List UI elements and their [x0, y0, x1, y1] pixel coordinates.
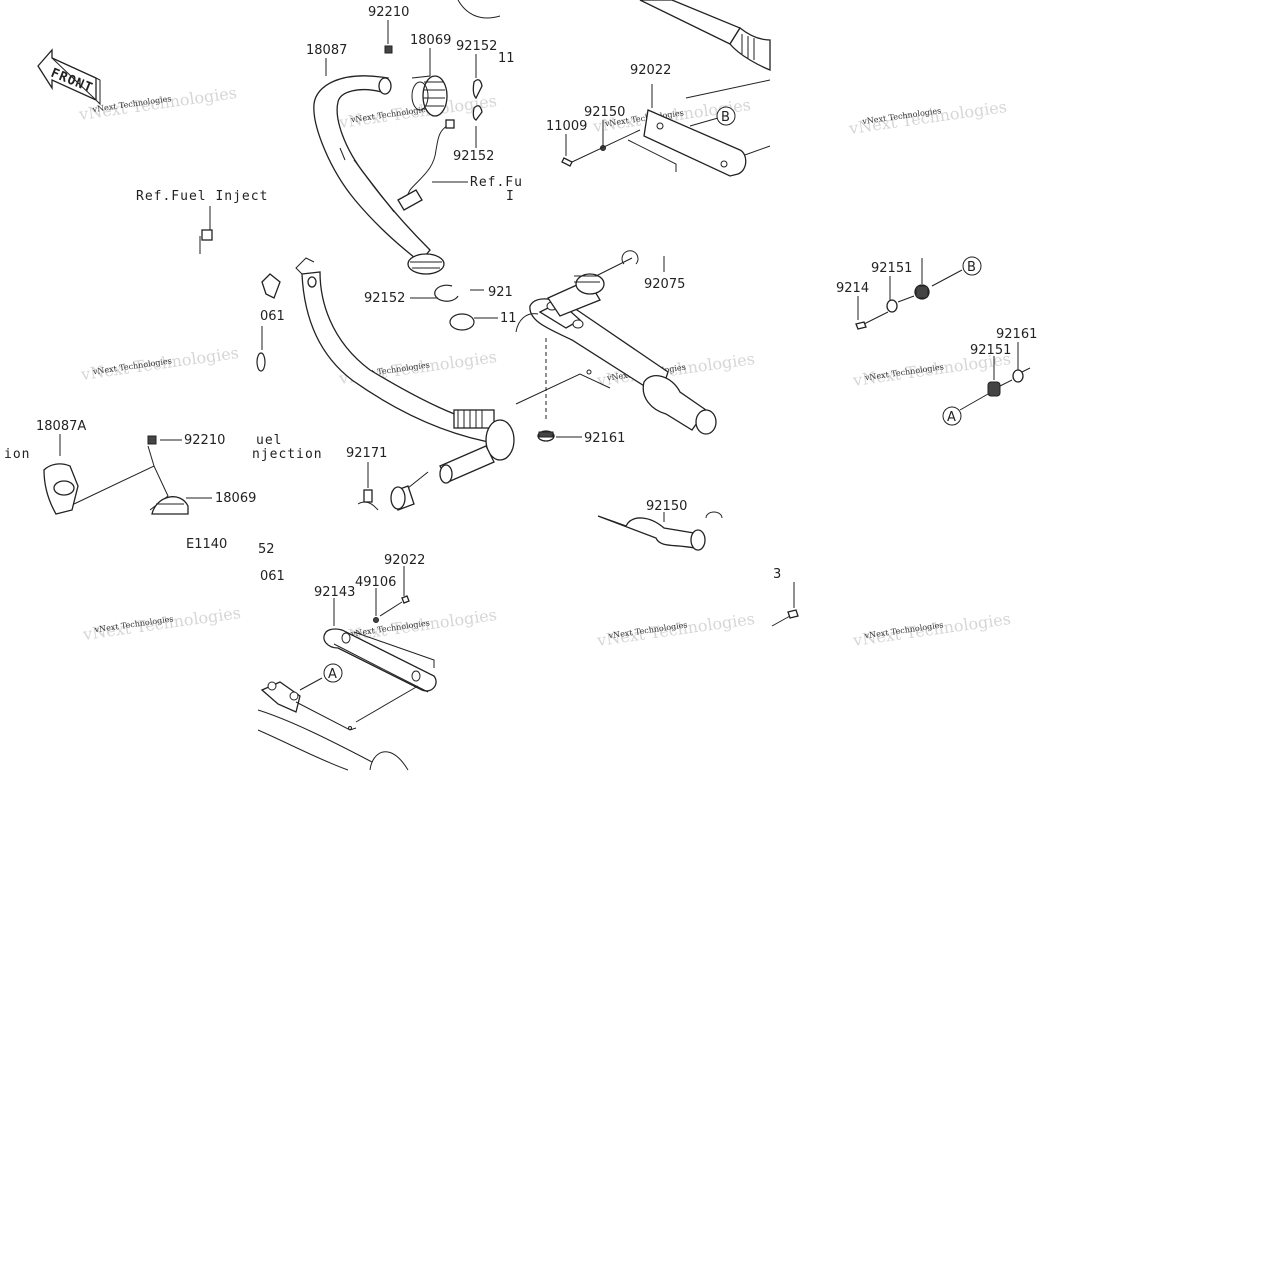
bolt-92151	[855, 321, 867, 330]
label-061: 061	[260, 309, 285, 324]
bracket-49106	[627, 109, 747, 177]
label-92152: 92152	[456, 39, 497, 54]
label-49106: 92143	[314, 585, 355, 600]
muffler-body	[515, 250, 717, 435]
bolt-92150-lower	[401, 595, 410, 604]
exhaust-pipe-18087A	[43, 445, 169, 515]
label-49106: 92022	[630, 63, 671, 78]
sensor-left	[261, 273, 281, 299]
label-92151: 3	[773, 567, 781, 582]
bracket-49106-lower	[323, 628, 437, 693]
label-92152: 92152	[453, 149, 494, 164]
label-ref-fuel-i: I	[506, 189, 515, 204]
svg-text:B: B	[721, 110, 730, 125]
label-ion: ion	[4, 447, 30, 462]
ref-marker-b	[716, 106, 736, 126]
label-18069: 18069	[410, 33, 451, 48]
label-E1140: E1140	[186, 537, 227, 552]
label-921: 921	[488, 285, 513, 300]
svg-text:B: B	[967, 260, 976, 275]
ref-marker-a	[323, 663, 343, 683]
washer-11	[449, 313, 475, 331]
nut-92161	[987, 381, 1001, 397]
snap-ring	[434, 284, 459, 302]
ref-marker-b	[962, 256, 982, 276]
oxygen-sensor	[353, 119, 455, 213]
label-92075: 92161	[584, 431, 625, 446]
label-18087: 18087	[306, 43, 347, 58]
label-92161: 92150	[646, 499, 687, 514]
sleeve	[390, 485, 415, 511]
clip-92152	[472, 105, 483, 121]
gasket-18069-lower	[151, 496, 189, 515]
label-9214: 92161	[996, 327, 1037, 342]
nut-92210-lower	[147, 435, 157, 445]
header-pipe	[295, 257, 515, 484]
label-92150: 11009	[546, 119, 587, 134]
label-92150: 92022	[384, 553, 425, 568]
label-ref-fuel-inject: Ref.Fuel Inject	[136, 189, 268, 204]
muffler-lower	[257, 681, 419, 771]
washer-92143	[886, 299, 898, 313]
label-92152: 92152	[364, 291, 405, 306]
label-061: 061	[260, 569, 285, 584]
label-injection: njection	[252, 447, 323, 462]
svg-text:A: A	[947, 410, 956, 425]
label-92161: 92151	[970, 343, 1011, 358]
nut-92210	[384, 45, 393, 54]
tail-end	[597, 515, 701, 549]
tile-hardware: B A 92151 9214 92161 92151 3	[771, 256, 1037, 627]
label-92022: 92150	[584, 105, 625, 120]
bolt-92150	[561, 157, 573, 167]
grommet-92075	[537, 430, 555, 442]
label-92210: 92210	[184, 433, 225, 448]
label-52: 52	[258, 542, 275, 557]
washer-9214	[1012, 369, 1024, 383]
label-18087A: 18087A	[36, 419, 86, 434]
tail-pipe	[639, 0, 771, 71]
wire-line	[457, 0, 501, 19]
label-92171: 92171	[346, 446, 387, 461]
gasket-lower	[407, 253, 445, 275]
tile-lower-bracket: A E1140 52 061 92022 49106 92143	[186, 537, 437, 771]
label-fuel: uel	[256, 433, 282, 448]
label-11-top: 11	[498, 51, 515, 66]
ref-marker-a	[942, 406, 962, 426]
label-18069: 18069	[215, 491, 256, 506]
o-ring-061	[256, 352, 266, 372]
gasket-18069	[411, 75, 448, 117]
clip-92152	[472, 79, 483, 100]
tile-muffler-top: B 92022 9215	[515, 0, 771, 551]
nut-92143	[914, 284, 930, 300]
label-11: 11	[500, 311, 517, 326]
label-92210: 92210	[368, 5, 409, 20]
clamp-92171	[357, 489, 379, 511]
label-92022: 49106	[355, 575, 396, 590]
label-11009: 92075	[644, 277, 685, 292]
tile-exhaust-pipes-left: 92210 18069 18087 92152 11 92152 Ref.Fue…	[4, 0, 523, 515]
washer-92022-lower	[373, 617, 379, 623]
label-92143: 92151	[871, 261, 912, 276]
front-arrow-icon: FRONT	[37, 48, 101, 106]
label-92151: 9214	[836, 281, 869, 296]
svg-text:A: A	[328, 667, 337, 682]
label-ref-fuel-right: Ref.Fu	[470, 175, 523, 190]
